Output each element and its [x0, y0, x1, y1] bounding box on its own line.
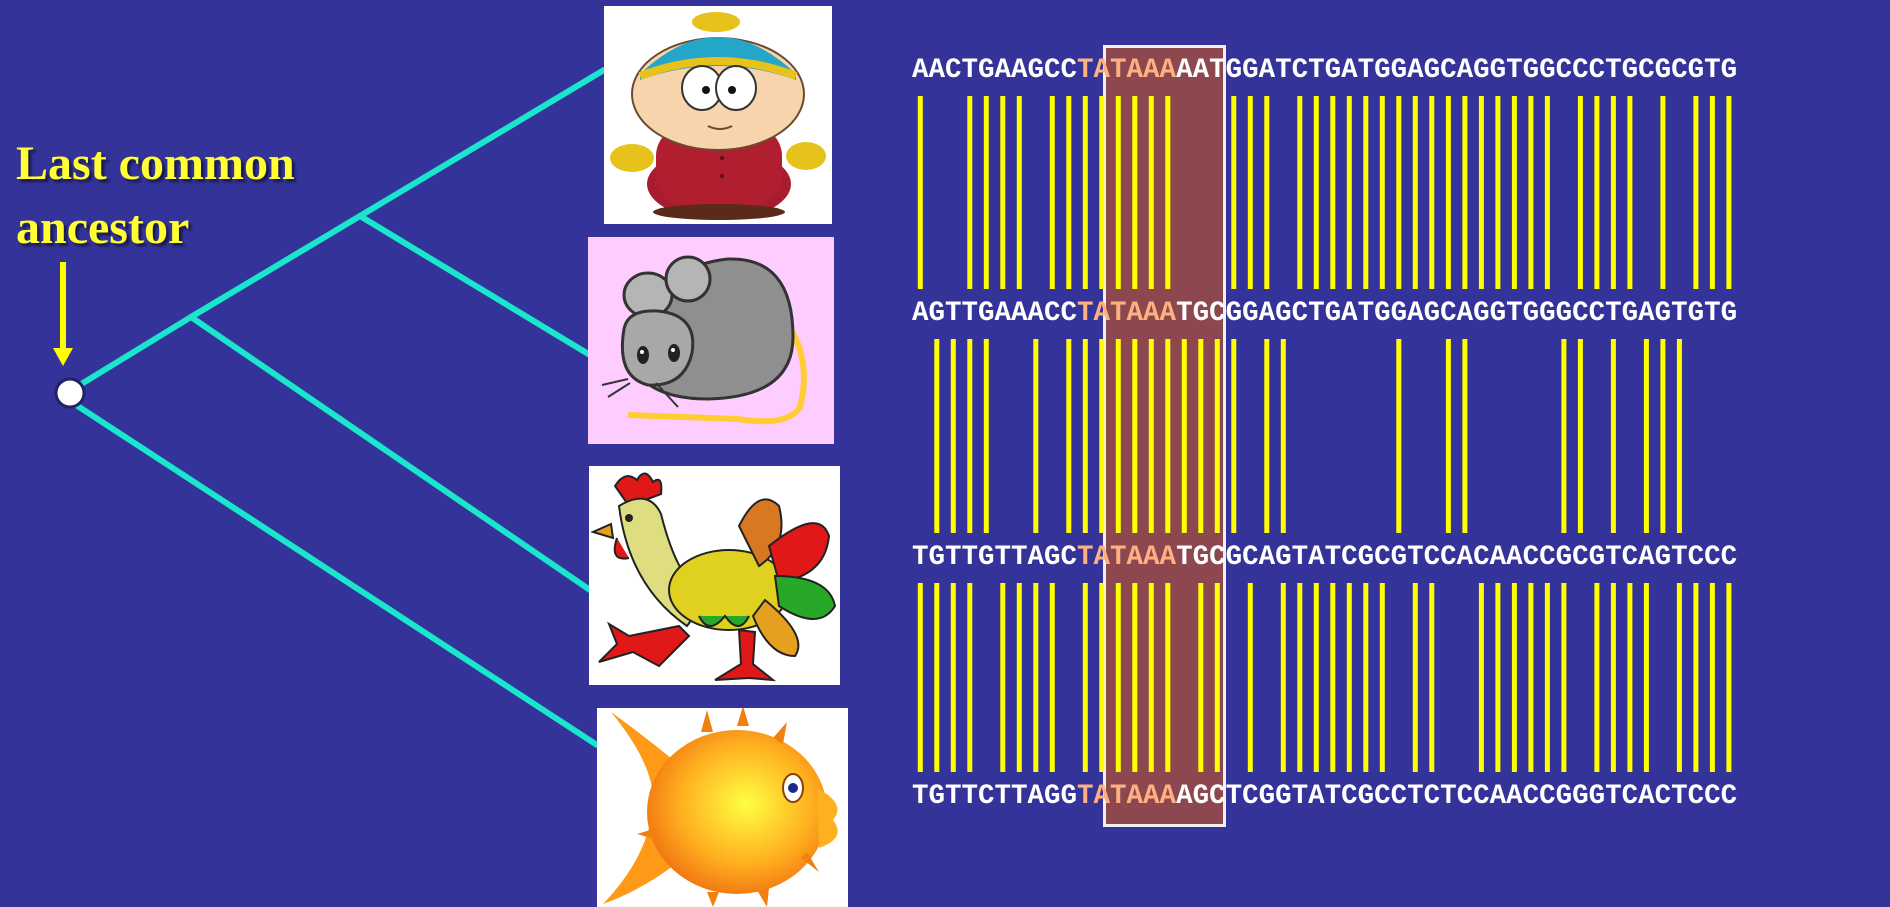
label-line-2: ancestor — [16, 201, 190, 254]
mouse-icon — [601, 255, 807, 425]
sequence-row-1: AGTTGAAACCTATAAATGCGGAGCTGATGGAGCAGGTGGG… — [912, 299, 1737, 329]
label-line-1: Last common — [16, 137, 295, 190]
fish-icon — [603, 708, 838, 907]
ancestor-arrow — [53, 262, 73, 366]
tree-branch-to-org-0 — [357, 67, 607, 219]
tata-box-highlight — [1103, 45, 1226, 827]
sequence-row-2: TGTTGTTAGCTATAAATGCGCAGTATCGCGTCCACAACCG… — [912, 543, 1737, 573]
sequence-motif: TATAAA — [1077, 781, 1177, 812]
sequence-motif: TATAAA — [1077, 298, 1177, 329]
sequence-motif: TATAAA — [1077, 55, 1177, 86]
sequence-prefix: TGTTGTTAGC — [912, 542, 1078, 573]
sequence-suffix: AATGGATCTGATGGAGCAGGTGGCCCTGCGCGTG — [1176, 55, 1738, 86]
sequence-row-0: AACTGAAGCCTATAAAAATGGATCTGATGGAGCAGGTGGC… — [912, 56, 1737, 86]
sequence-motif: TATAAA — [1077, 542, 1177, 573]
tree-branch-root-upper — [67, 314, 194, 394]
sequence-suffix: AGCTCGGTATCGCCTCTCCAACCGGGTCACTCCC — [1176, 781, 1738, 812]
sequence-row-3: TGTTCTTAGGTATAAAAGCTCGGTATCGCCTCTCCAACCG… — [912, 782, 1737, 812]
sequence-suffix: TGCGGAGCTGATGGAGCAGGTGGGCCTGAGTGTG — [1176, 298, 1738, 329]
ancestor-node — [54, 377, 86, 409]
tree-branch-internal-1 — [188, 213, 363, 320]
tree-branch-to-org-3 — [67, 398, 600, 748]
sequence-prefix: AACTGAAGCC — [912, 55, 1078, 86]
cartoon-boy-picture — [604, 6, 832, 224]
chicken-picture — [589, 466, 840, 685]
chicken-icon — [590, 472, 837, 682]
fish-picture — [597, 708, 848, 907]
sequence-prefix: AGTTGAAACC — [912, 298, 1078, 329]
mouse-picture — [588, 237, 834, 444]
tree-branch-to-org-2 — [188, 314, 593, 593]
tree-branch-to-org-1 — [357, 213, 593, 358]
sequence-prefix: TGTTCTTAGG — [912, 781, 1078, 812]
sequence-suffix: TGCGCAGTATCGCGTCCACAACCGCGTCAGTCCC — [1176, 542, 1738, 573]
cartoon-boy-icon — [610, 12, 826, 220]
phylogenetic-tree — [53, 67, 607, 748]
last-common-ancestor-label: Last common ancestor — [16, 132, 295, 260]
